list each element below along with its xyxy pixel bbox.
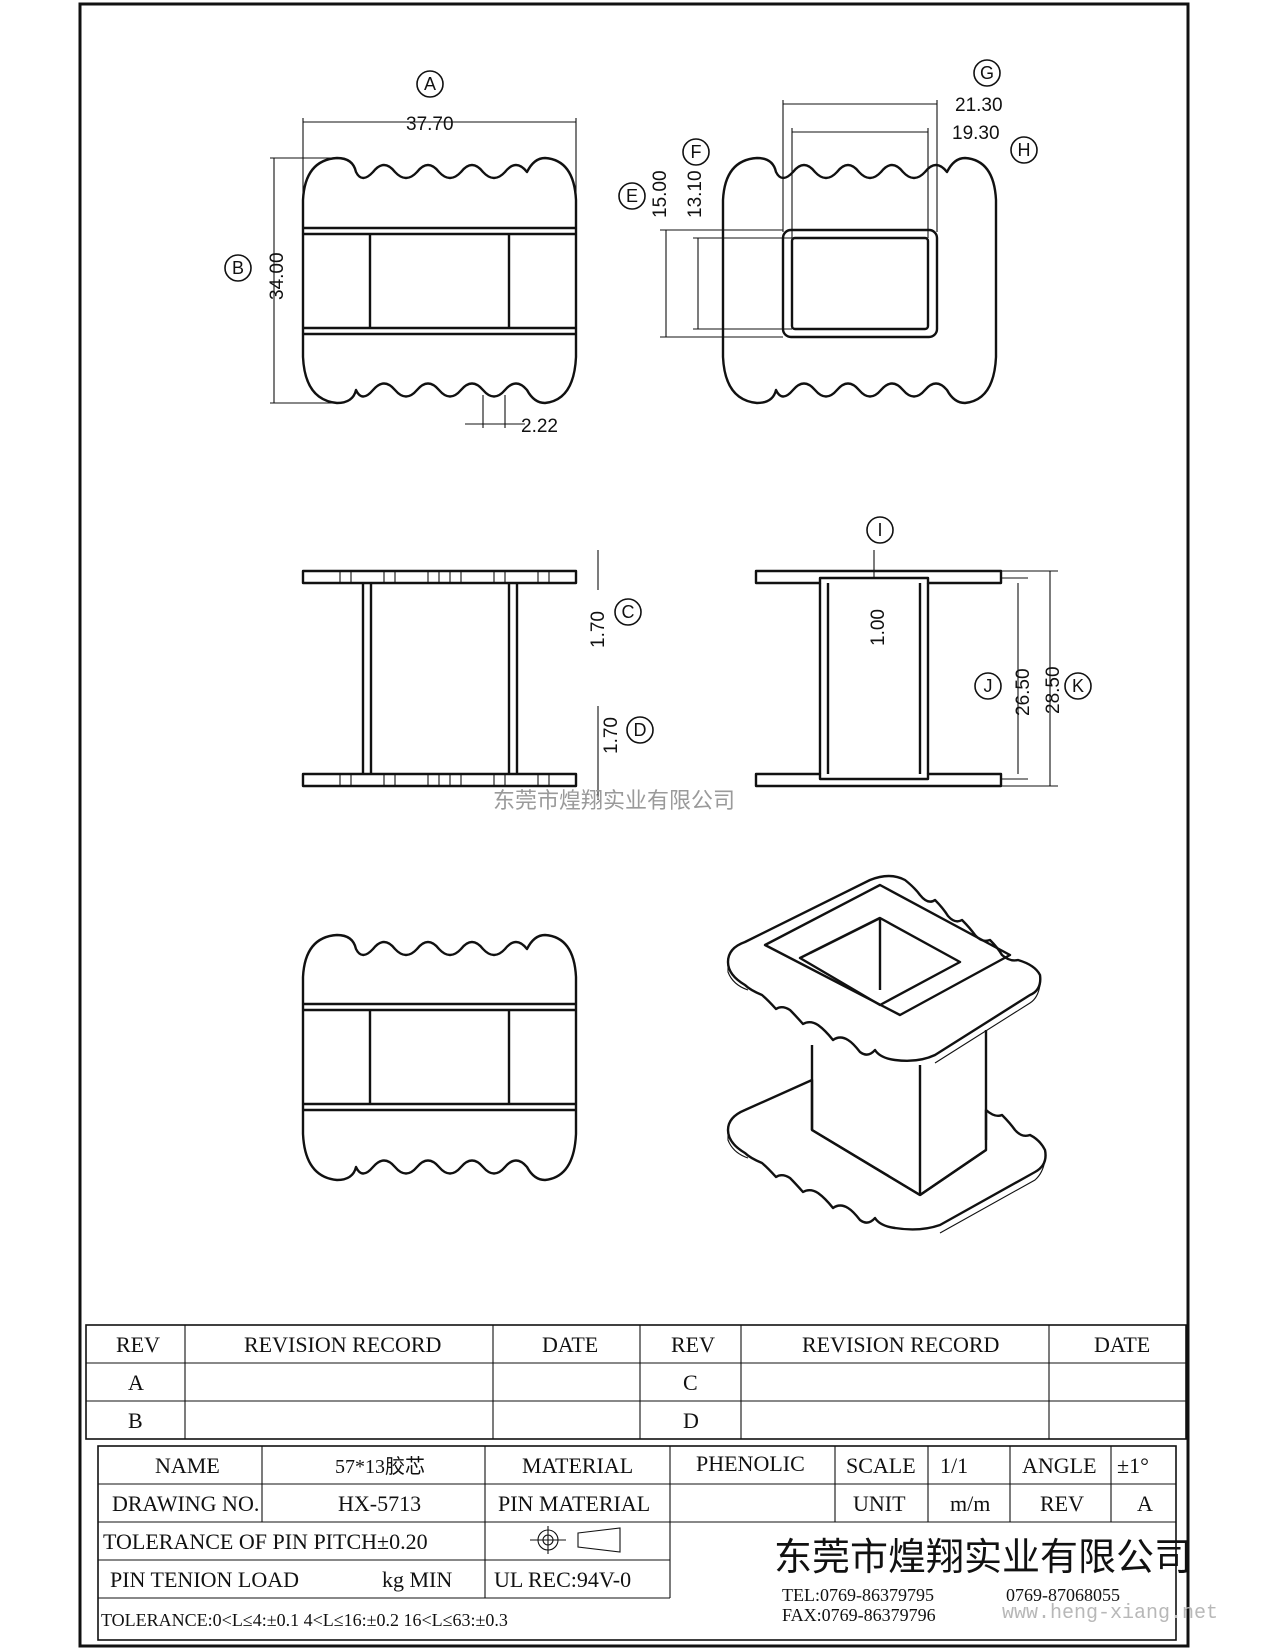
callout-f-label: F — [691, 142, 702, 162]
dim-f-value: 13.10 — [685, 170, 706, 218]
scale-label: SCALE — [846, 1453, 916, 1478]
top-view-dimensions — [224, 70, 577, 428]
dim-e-value: 15.00 — [650, 170, 671, 218]
dim-b-value: 34.00 — [267, 252, 288, 300]
callout-i-label: I — [877, 520, 882, 540]
name-label: NAME — [155, 1453, 220, 1478]
rev-header-2: REV — [671, 1332, 715, 1357]
fax: FAX:0769-86379796 — [782, 1605, 936, 1625]
revision-record-header-1: REVISION RECORD — [244, 1332, 441, 1357]
end-view — [721, 156, 998, 405]
tel-1: TEL:0769-86379795 — [782, 1585, 934, 1605]
callout-f — [682, 138, 710, 166]
callout-g-label: G — [980, 63, 994, 83]
tolerance-pin-pitch: TOLERANCE OF PIN PITCH±0.20 — [103, 1529, 428, 1554]
callout-a — [416, 70, 444, 98]
sheet-border — [78, 2, 1190, 1648]
callout-e-label: E — [626, 186, 638, 206]
rev-row-b: B — [128, 1408, 143, 1433]
ul-rec: UL REC:94V-0 — [494, 1567, 631, 1592]
website-watermark: www.heng-xiang.net — [1002, 1602, 1218, 1625]
callout-c — [614, 598, 642, 626]
date-header-1: DATE — [542, 1332, 598, 1357]
rev-value: A — [1137, 1491, 1153, 1516]
end-view-dimensions — [618, 59, 1038, 338]
callout-j-label: J — [984, 676, 993, 696]
dim-a-value: 37.70 — [406, 114, 454, 135]
callout-i — [866, 516, 894, 544]
drawing-no-label: DRAWING NO. — [112, 1491, 259, 1516]
rev-row-a: A — [128, 1370, 144, 1395]
dim-i-value: 1.00 — [868, 609, 889, 646]
rev-row-d: D — [683, 1408, 699, 1433]
dim-j-value: 26.50 — [1013, 668, 1034, 716]
material-label: MATERIAL — [522, 1453, 633, 1478]
angle-value: ±1° — [1117, 1453, 1149, 1478]
angle-label: ANGLE — [1022, 1453, 1097, 1478]
callout-c-label: C — [622, 602, 635, 622]
unit-value: m/m — [950, 1491, 990, 1516]
callout-b — [224, 254, 252, 282]
callout-d-label: D — [634, 720, 647, 740]
pin-tenion-label: PIN TENION LOAD — [110, 1567, 299, 1592]
dim-c-value: 1.70 — [588, 611, 609, 648]
projection-symbol-icon — [530, 1526, 621, 1554]
dim-h-value: 19.30 — [952, 123, 1000, 144]
isometric-view — [726, 874, 1047, 1234]
callout-h — [1010, 136, 1038, 164]
dim-d-value: 1.70 — [601, 717, 622, 754]
callout-e — [618, 182, 646, 210]
callout-b-label: B — [232, 258, 244, 278]
rev-row-c: C — [683, 1370, 698, 1395]
revision-record-header-2: REVISION RECORD — [802, 1332, 999, 1357]
dim-pitch-value: 2.22 — [521, 416, 558, 437]
title-block — [97, 1445, 1177, 1641]
name-value: 57*13胶芯 — [335, 1455, 425, 1478]
unit-label: UNIT — [853, 1491, 906, 1516]
side-view — [301, 550, 654, 800]
material-value: PHENOLIC — [696, 1451, 805, 1476]
revision-table — [85, 1324, 1187, 1440]
tolerance-general: TOLERANCE:0<L≤4:±0.1 4<L≤16:±0.2 16<L≤63… — [101, 1610, 508, 1630]
top-view — [301, 156, 578, 405]
watermark-text: 东莞市煌翔实业有限公司 — [493, 789, 735, 814]
date-header-2: DATE — [1094, 1332, 1150, 1357]
rev-label: REV — [1040, 1491, 1084, 1516]
bottom-view — [301, 933, 578, 1182]
dim-g-value: 21.30 — [955, 95, 1003, 116]
scale-value: 1/1 — [940, 1453, 968, 1478]
pin-material-label: PIN MATERIAL — [498, 1491, 650, 1516]
side-view-right — [754, 516, 1092, 788]
tel-2: 0769-87068055 — [1006, 1585, 1120, 1605]
callout-g — [973, 59, 1001, 87]
dim-k-value: 28.50 — [1043, 666, 1064, 714]
company-name: 东莞市煌翔实业有限公司 — [774, 1537, 1192, 1579]
callout-a-label: A — [424, 74, 436, 94]
rev-header-1: REV — [116, 1332, 160, 1357]
callout-h-label: H — [1018, 140, 1031, 160]
callout-k — [1064, 672, 1092, 700]
pin-tenion-unit: kg MIN — [382, 1567, 452, 1592]
callout-k-label: K — [1072, 676, 1084, 696]
callout-j — [974, 672, 1002, 700]
drawing-no-value: HX-5713 — [338, 1491, 421, 1516]
callout-d — [626, 716, 654, 744]
